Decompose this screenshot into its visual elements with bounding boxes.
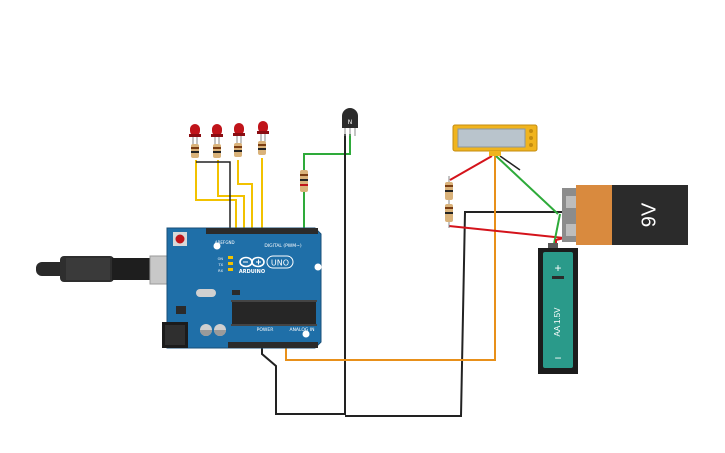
power-label: POWER — [257, 327, 274, 333]
wire-transistor-gnd[interactable] — [261, 134, 346, 415]
wire-lcd-black[interactable] — [499, 155, 521, 171]
digital-header[interactable] — [206, 228, 318, 234]
led-1[interactable] — [189, 124, 201, 158]
aref-label: AREF — [215, 240, 226, 245]
wires — [195, 134, 565, 417]
power-analog-header[interactable] — [228, 342, 318, 348]
transistor-label: N — [348, 119, 353, 126]
lcd-module[interactable] — [452, 124, 538, 156]
led-3[interactable] — [233, 123, 245, 157]
battery-9v[interactable]: 9V — [562, 185, 688, 245]
led-array — [189, 121, 269, 158]
battery-aa-plus: + — [554, 261, 561, 275]
battery-9v-label: 9V — [638, 202, 660, 227]
arduino-model: UNO — [271, 259, 289, 268]
analog-label: ANALOG IN — [289, 327, 314, 333]
resistor-lcd-2[interactable] — [445, 204, 453, 222]
arduino-board[interactable]: DIGITAL (PWM~) GND AREF ON TX RX ARDUINO… — [162, 227, 322, 349]
gnd-label: GND — [225, 240, 234, 245]
arduino-brand: ARDUINO — [239, 269, 265, 275]
tx-label: TX — [217, 263, 223, 267]
wire-lcd-red[interactable] — [449, 155, 493, 181]
wire-lcd-green[interactable] — [495, 155, 559, 215]
wire-led-gnd[interactable] — [196, 161, 231, 232]
usb-cable[interactable] — [36, 255, 189, 285]
atmega-chip — [231, 300, 317, 326]
wire-led1[interactable] — [195, 160, 237, 232]
wire-battery-red2[interactable] — [555, 237, 565, 244]
power-jack[interactable] — [162, 322, 188, 348]
wire-led2[interactable] — [217, 160, 245, 232]
battery-aa-minus: − — [554, 351, 561, 365]
arduino-logo-icon — [239, 256, 265, 268]
capacitors — [200, 324, 226, 336]
wire-analog[interactable] — [285, 156, 496, 361]
wire-battery-gnd[interactable] — [345, 211, 564, 417]
resistor-lcd-1[interactable] — [445, 182, 453, 200]
led-2[interactable] — [211, 124, 223, 158]
reset-button[interactable] — [173, 232, 187, 246]
resistor-base[interactable] — [300, 170, 308, 192]
on-label: ON — [218, 257, 224, 261]
wire-res-red[interactable] — [448, 225, 565, 239]
wire-led3[interactable] — [237, 160, 253, 232]
battery-aa[interactable]: + − AA 1.5V — [538, 243, 578, 374]
digital-label: DIGITAL (PWM~) — [264, 243, 302, 249]
led-4[interactable] — [257, 121, 269, 155]
transistor[interactable]: N — [342, 108, 358, 136]
wire-transistor-green[interactable] — [303, 134, 351, 170]
wire-battery-green[interactable] — [553, 213, 561, 245]
battery-aa-label: AA 1.5V — [553, 307, 562, 337]
rx-label: RX — [218, 269, 223, 273]
